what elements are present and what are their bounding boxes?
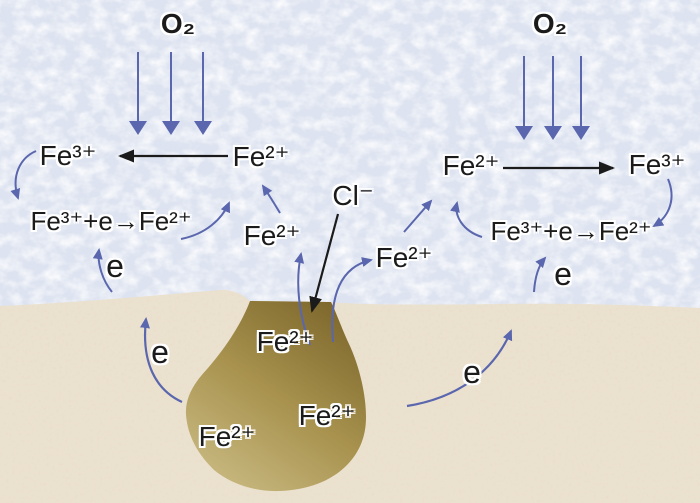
- e-arrow-upper-right: [533, 256, 547, 293]
- pit-to-fe2-arrow-right: [331, 257, 373, 343]
- fe2-label-top-left: Fe²⁺: [232, 141, 290, 172]
- e-label-lower-left: e: [151, 334, 169, 370]
- fe3-label-top-right: Fe³⁺: [628, 149, 686, 180]
- reaction-label-right: Fe³⁺+e→Fe²⁺: [490, 216, 652, 246]
- fe2-label-pit-left: Fe²⁺: [198, 421, 256, 452]
- cl-into-pit-arrow: [309, 213, 340, 313]
- fe3-down-arrow-left: [10, 150, 37, 200]
- e-label-upper-right: e: [554, 256, 572, 292]
- cl-label: Cl⁻: [332, 180, 374, 211]
- e-label-lower-right: e: [463, 354, 481, 390]
- fe3-down-arrow-right: [652, 178, 673, 228]
- reaction-to-fe2-arrow-left: [180, 201, 230, 240]
- fe2-up-arrow-left: [261, 184, 281, 214]
- e-arrow-lower-left: [140, 317, 183, 403]
- fe2-label-pit-top: Fe²⁺: [256, 326, 314, 357]
- e-label-upper-left: e: [106, 248, 124, 284]
- pit-to-fe2-arrow-left: [294, 252, 311, 346]
- fe2-label-pit-right: Fe²⁺: [298, 400, 356, 431]
- o2-label-left: O₂: [160, 8, 196, 39]
- fe2-label-top-right: Fe²⁺: [442, 150, 500, 181]
- e-arrow-lower-right: [406, 329, 513, 408]
- e-arrow-upper-left: [92, 248, 113, 293]
- reaction-to-fe2-arrow-right: [450, 201, 483, 238]
- fe3-label-top-left: Fe³⁺: [39, 140, 97, 171]
- reaction-label-left: Fe³⁺+e→Fe²⁺: [30, 206, 192, 236]
- fe2-label-mid-right: Fe²⁺: [375, 242, 433, 273]
- corrosion-pit: [185, 301, 366, 492]
- o2-label-right: O₂: [532, 8, 568, 39]
- fe2-label-mid-left: Fe²⁺: [243, 220, 301, 251]
- fe2-up-arrow-mid: [403, 199, 433, 233]
